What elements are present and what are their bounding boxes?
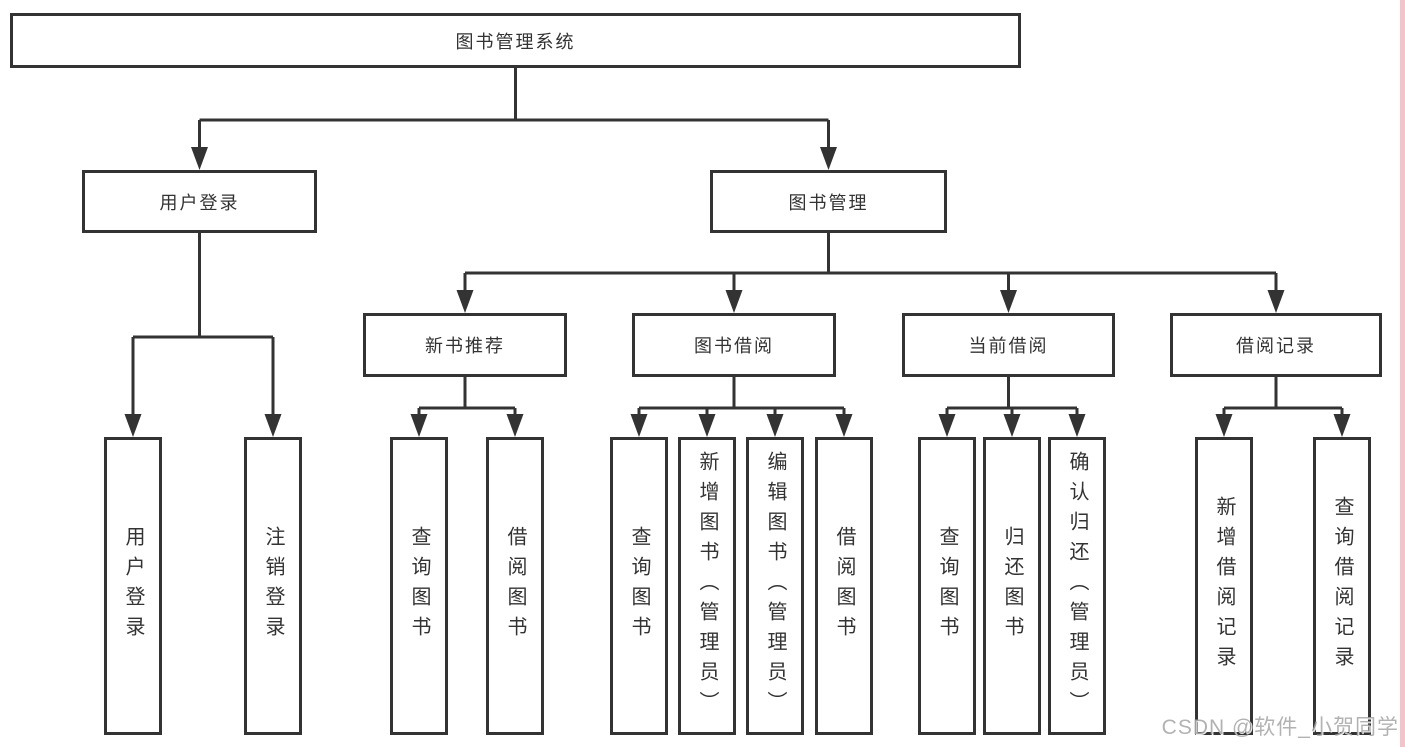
leaf-borrow-books: 借阅图书: [815, 437, 873, 735]
node-user-login: 用户登录: [82, 170, 317, 233]
leaf-query-borrow-record: 查询借阅记录: [1313, 437, 1371, 735]
node-current-borrowing: 当前借阅: [902, 313, 1115, 377]
leaf-add-borrow-record: 新增借阅记录: [1195, 437, 1253, 735]
csdn-watermark: CSDN @软件_小贺同学: [1161, 716, 1399, 739]
leaf-borrow-books-recommend: 借阅图书: [486, 437, 544, 735]
leaf-logout: 注销登录: [244, 437, 302, 735]
node-borrowing-records: 借阅记录: [1170, 313, 1382, 377]
leaf-confirm-return-admin: 确认归还（管理员）: [1048, 437, 1106, 735]
leaf-return-books: 归还图书: [983, 437, 1041, 735]
leaf-user-login: 用户登录: [104, 437, 162, 735]
leaf-query-books-borrow: 查询图书: [610, 437, 668, 735]
right-edge-strip: [1400, 0, 1405, 747]
node-book-management: 图书管理: [710, 170, 947, 233]
node-root-library-system: 图书管理系统: [10, 13, 1021, 68]
leaf-query-books-recommend: 查询图书: [390, 437, 448, 735]
leaf-edit-books-admin: 编辑图书（管理员）: [746, 437, 804, 735]
leaf-query-books-current: 查询图书: [918, 437, 976, 735]
node-book-borrowing: 图书借阅: [632, 313, 836, 377]
leaf-add-books-admin: 新增图书（管理员）: [678, 437, 736, 735]
node-new-book-recommend: 新书推荐: [363, 313, 567, 377]
